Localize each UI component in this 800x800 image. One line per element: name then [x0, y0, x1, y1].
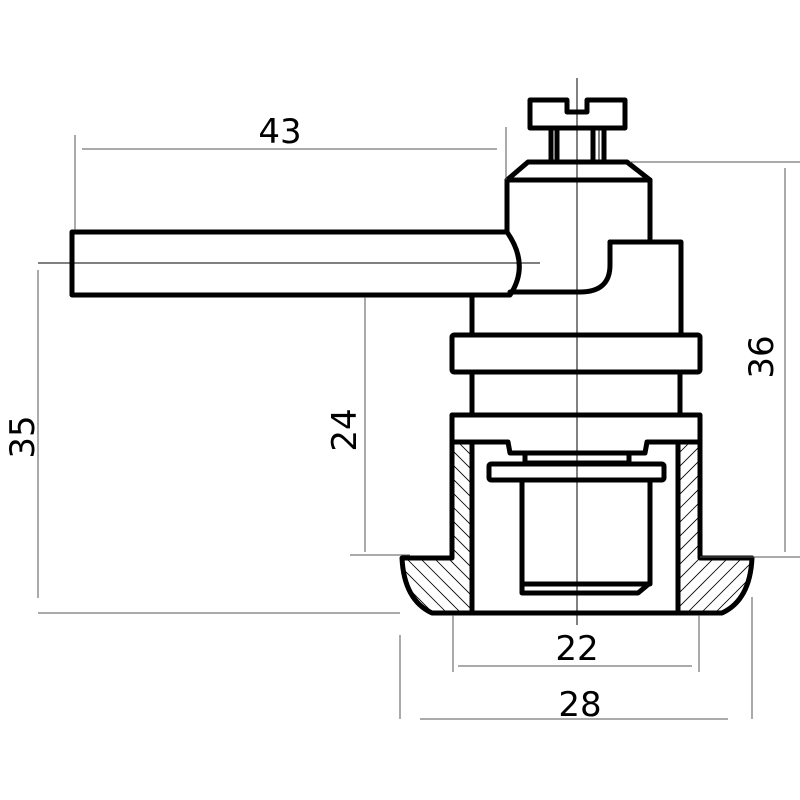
hatch-line [720, 400, 800, 650]
flange-ring [449, 332, 703, 375]
dimension-28: 28 [558, 685, 601, 725]
dimension-22: 22 [555, 629, 598, 669]
dimension-lines [37, 127, 800, 720]
hatch-line [762, 400, 800, 650]
dimension-35: 35 [3, 415, 43, 458]
hatch-line [402, 558, 452, 613]
dimension-36: 36 [742, 335, 782, 378]
housing [399, 412, 755, 616]
hatch-line [733, 558, 752, 613]
lever-handle [69, 229, 522, 298]
dimension-24: 24 [325, 408, 365, 451]
knob-body [469, 159, 684, 338]
hatch-line [748, 400, 800, 650]
hatch-line [719, 558, 752, 613]
screw [527, 97, 628, 165]
hatch-line [678, 442, 700, 613]
hatch-line [700, 558, 752, 613]
hatch-line [678, 442, 700, 613]
hatch-line [452, 442, 472, 613]
hatch-line [452, 442, 472, 613]
hatch-line [734, 400, 800, 650]
hatch-line [776, 400, 800, 650]
dimension-43: 43 [258, 112, 301, 152]
hatch-line [700, 558, 752, 613]
hatch-line [747, 558, 752, 613]
hatch-line [762, 400, 800, 650]
hatch-line [776, 400, 800, 650]
hatch-line [790, 400, 800, 650]
hatch-line [790, 400, 800, 650]
